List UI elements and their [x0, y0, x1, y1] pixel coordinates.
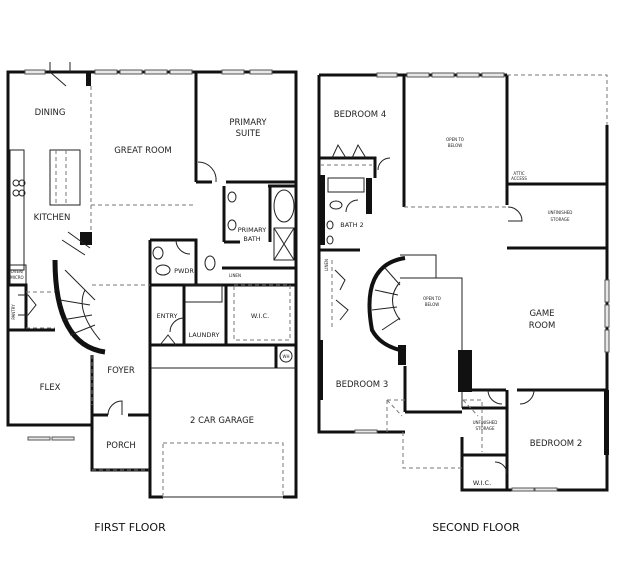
- room-label-unfinished-storage-line2: STORAGE: [550, 217, 570, 222]
- room-label-primary-bath-line1: PRIMARY: [238, 226, 267, 234]
- room-label-pantry: PANTRY: [11, 304, 16, 320]
- room-label-oven-micro-line2: MICRO: [10, 275, 23, 280]
- room-label-primary-suite-line1: PRIMARY: [229, 118, 267, 128]
- room-label-great-room: GREAT ROOM: [114, 146, 172, 156]
- first-floor-caption: FIRST FLOOR: [94, 521, 166, 534]
- room-label-foyer: FOYER: [107, 366, 135, 376]
- room-label-open-to-below-top-line2: BELOW: [448, 143, 463, 148]
- attic-access-label-line1: ATTIC: [513, 171, 524, 176]
- room-label-linen: LINEN: [229, 273, 241, 278]
- room-label-open-to-below-top-line1: OPEN TO: [446, 137, 464, 142]
- room-label-bedroom3: BEDROOM 3: [336, 380, 388, 390]
- room-label-bedroom4: BEDROOM 4: [334, 110, 386, 120]
- room-label-open-to-below-stair-line2: BELOW: [425, 302, 440, 307]
- room-label-game-room-line1: GAME: [529, 309, 554, 319]
- room-label-unfinished-storage-small-line2: STORAGE: [475, 426, 495, 431]
- room-label-open-to-below-stair-line1: OPEN TO: [423, 296, 441, 301]
- second-floor-caption: SECOND FLOOR: [432, 521, 520, 534]
- room-label-unfinished-storage-small-line1: UNFINISHED: [473, 420, 498, 425]
- room-label-linen: LINEN: [324, 259, 329, 271]
- room-label-primary-suite-line2: SUITE: [236, 129, 261, 139]
- room-label-oven-micro-line1: OVEN/: [11, 269, 24, 274]
- second-floor-plan: BEDROOM 4 OPEN TO BELOW ATTIC ACCESS UNF…: [317, 72, 610, 534]
- room-label-primary-bath-line2: BATH: [243, 235, 260, 243]
- room-label-porch: PORCH: [106, 441, 136, 451]
- room-label-wic: W.I.C.: [251, 312, 269, 320]
- room-label-unfinished-storage-line1: UNFINISHED: [548, 210, 573, 215]
- room-label-wic: W.I.C.: [473, 479, 491, 487]
- room-label-flex: FLEX: [40, 383, 61, 393]
- room-label-laundry: LAUNDRY: [189, 331, 220, 339]
- attic-access-label-line2: ACCESS: [511, 176, 527, 181]
- room-label-dining: DINING: [35, 108, 66, 118]
- room-label-entry: ENTRY: [156, 312, 177, 320]
- room-label-pwdr: PWDR: [174, 267, 194, 275]
- room-label-bedroom2: BEDROOM 2: [530, 439, 582, 449]
- room-label-game-room-line2: ROOM: [529, 321, 556, 331]
- room-label-bath2: BATH 2: [340, 221, 363, 229]
- room-label-kitchen: KITCHEN: [34, 213, 71, 223]
- first-floor-plan: DINING GREAT ROOM PRIMARY SUITE KITCHEN …: [6, 62, 298, 534]
- room-label-garage: 2 CAR GARAGE: [190, 416, 254, 426]
- water-heater-label: WH: [283, 354, 290, 359]
